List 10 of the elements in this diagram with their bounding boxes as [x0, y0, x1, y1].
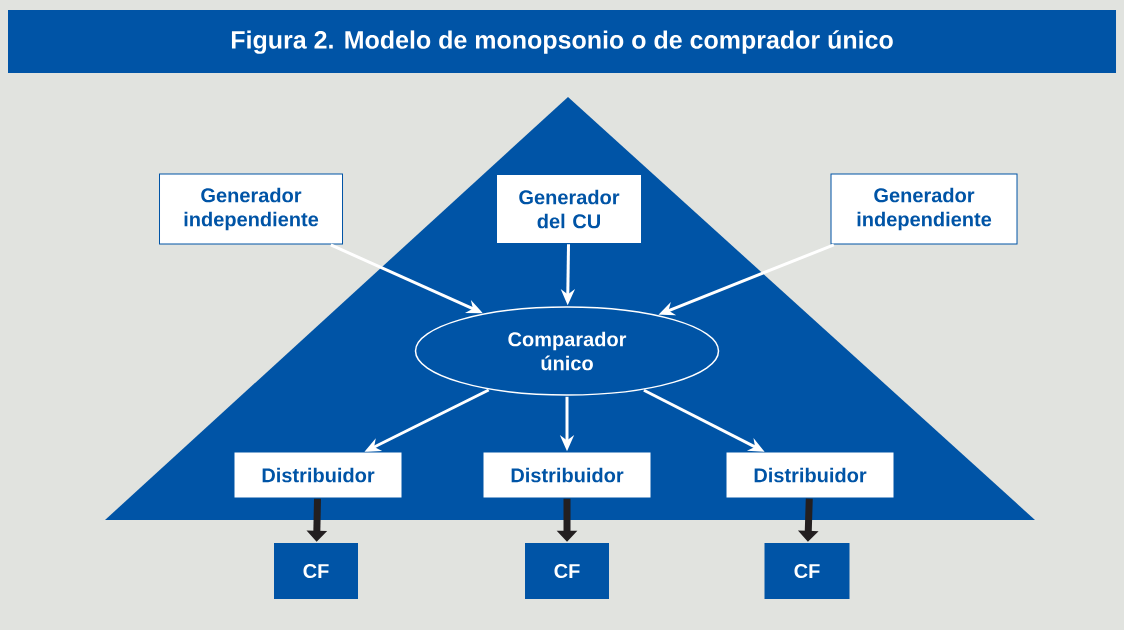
process-box: Distribuidor	[726, 452, 894, 498]
terminal-box: CF	[274, 543, 358, 599]
terminal-box: CF	[764, 543, 850, 599]
process-box: Distribuidor	[234, 452, 402, 498]
title-bar: Figura 2. Modelo de monopsonio o de comprador único	[8, 10, 1116, 73]
generator-box: Generador independiente	[830, 173, 1018, 245]
process-box: Distribuidor	[483, 452, 651, 498]
terminal-box: CF	[525, 543, 609, 599]
generator-box: Generador independiente	[159, 173, 343, 245]
process-box: Generador del CU	[497, 175, 641, 243]
